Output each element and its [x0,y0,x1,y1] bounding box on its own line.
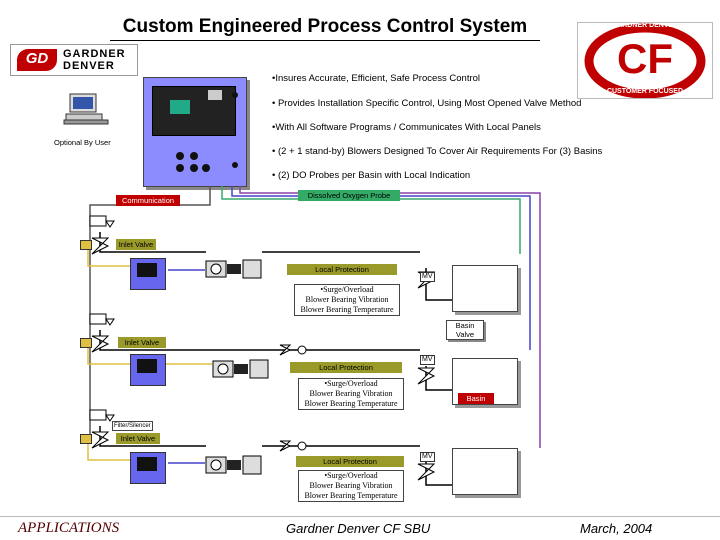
gd-line1: GARDNER [63,48,126,60]
protection-line: Blower Bearing Temperature [304,399,398,408]
blower-motor-icon [205,258,263,280]
protection-line: Blower Bearing Vibration [309,481,393,490]
blower-motor-icon [212,358,270,380]
protection-line: •Surge/Overload [324,471,378,480]
footer-left: APPLICATIONS [18,520,120,536]
panel-indicator-icon [232,92,238,98]
gd-line2: DENVER [63,60,115,72]
bullet-4: • (2 + 1 stand-by) Blowers Designed To C… [272,146,603,157]
panel-switches-icon [174,150,214,176]
title-underline [110,40,540,41]
bullet-1: •Insures Accurate, Efficient, Safe Proce… [272,73,481,84]
gardner-denver-logo: GD GARDNER DENVER [10,44,138,76]
footer-right: March, 2004 [580,521,653,536]
cf-ring-top: GARDNER DENVER [611,22,679,29]
optional-label: Optional By User [54,138,111,147]
protection-line: •Surge/Overload [324,379,378,388]
local-panel [130,354,166,386]
panel-indicator-icon [232,162,238,168]
bullet-2: • Provides Installation Specific Control… [272,98,582,109]
do-probe-label: Dissolved Oxygen Probe [298,190,400,201]
protection-details: •Surge/Overload Blower Bearing Vibration… [298,470,404,502]
sensor-box [80,338,92,348]
bullet-3: •With All Software Programs / Communicat… [272,122,541,133]
customer-focused-logo: GARDNER DENVER CUSTOMER FOCUSED CF [577,22,713,99]
local-protection-label: Local Protection [290,362,402,373]
protection-line: Blower Bearing Vibration [305,295,389,304]
local-panel [130,452,166,484]
protection-details: •Surge/Overload Blower Bearing Vibration… [294,284,400,316]
inlet-valve-label: Inlet Valve [118,337,166,348]
mv-label: MV [420,272,435,282]
protection-line: •Surge/Overload [320,285,374,294]
basin-valve-text: Basin Valve [455,321,475,339]
basin-label: Basin [458,393,494,404]
bullet-5: • (2) DO Probes per Basin with Local Ind… [272,170,471,181]
basin-valve-label: Basin Valve [446,320,484,340]
protection-line: Blower Bearing Temperature [300,305,394,314]
communication-label: Communication [116,195,180,206]
protection-line: Blower Bearing Temperature [304,491,398,500]
page-title: Custom Engineered Process Control System [122,16,528,37]
cf-letters: CF [617,35,673,82]
filter-silencer-label: Filter/Silencer [112,421,153,431]
footer-rule [0,516,720,517]
control-panel [143,77,247,187]
mv-label: MV [420,452,435,462]
computer-icon [62,92,112,126]
protection-line: Blower Bearing Vibration [309,389,393,398]
basin-tank [452,265,518,312]
basin-tank [452,448,518,495]
hmi-screen [152,86,236,136]
gd-initials: GD [25,50,49,67]
sensor-box [80,240,92,250]
cf-ring-bottom: CUSTOMER FOCUSED [606,88,684,95]
protection-details: •Surge/Overload Blower Bearing Vibration… [298,378,404,410]
inlet-valve-label: Inlet Valve [116,433,160,444]
sensor-box [80,434,92,444]
local-protection-label: Local Protection [296,456,404,467]
blower-motor-icon [205,454,263,476]
local-panel [130,258,166,290]
footer-center: Gardner Denver CF SBU [286,521,431,536]
local-protection-label: Local Protection [287,264,397,275]
inlet-valve-label: Inlet Valve [116,239,156,250]
mv-label: MV [420,355,435,365]
